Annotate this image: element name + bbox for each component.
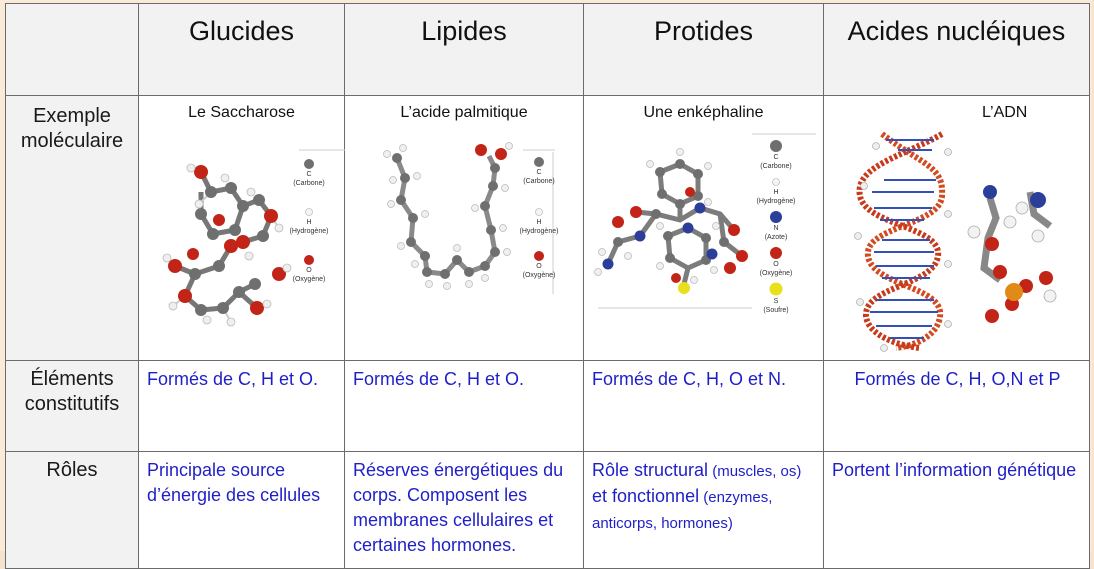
header-row: Glucides Lipides Protides Acides nucléiq… — [5, 3, 1090, 96]
cell-acide-palmitique: L’acide palmitique — [344, 95, 584, 361]
legend-soufre: (Soufre) — [763, 307, 788, 314]
cell-elements-lipides: Formés de C, H et O. — [344, 360, 584, 452]
document-sheet: Glucides Lipides Protides Acides nucléiq… — [5, 3, 1090, 569]
row-header-elements-line1: Éléments — [30, 368, 114, 390]
legend-carbone: (Carbone) — [760, 163, 792, 170]
cell-saccharose: Le Saccharose — [138, 95, 345, 361]
role-protides-structural-examples: (muscles, os) — [708, 463, 802, 480]
column-header-lipides: Lipides — [344, 3, 584, 96]
corner-cell — [5, 3, 139, 96]
cell-adn: L’ADN — [823, 95, 1090, 361]
cell-enkephaline: Une enképhaline — [583, 95, 824, 361]
legend-azote: (Azote) — [765, 234, 788, 241]
enkephalin-molecule-image: C (Carbone) H (Hydrogène) N (Azote) O (O… — [594, 133, 816, 314]
legend-h: H — [773, 189, 778, 196]
cell-elements-acides-nucleiques: Formés de C, H, O,N et P — [823, 360, 1090, 452]
row-header-molecular: Exemple moléculaire — [5, 95, 139, 361]
legend-o: O — [773, 261, 779, 268]
cell-role-protides: Rôle structural (muscles, os) et fonctio… — [583, 451, 824, 569]
legend-c: C — [773, 154, 778, 161]
cell-role-acides-nucleiques: Portent l’information génétique — [823, 451, 1090, 569]
legend-carbone: (Carbone) — [293, 180, 325, 187]
legend-oxygene: (Oxygène) — [523, 272, 556, 279]
cell-role-lipides: Réserves énergétiques du corps. Composen… — [344, 451, 584, 569]
role-protides-functional-examples: (enzymes, anticorps, hormones) — [592, 489, 773, 532]
role-protides-functional: et fonctionnel — [592, 486, 700, 506]
table-row-molecular-example: Exemple moléculaire Le Saccharose — [5, 95, 1090, 361]
table-row-elements: Éléments constitutifs Formés de C, H et O… — [5, 360, 1090, 452]
palmitic-acid-molecule-image: C (Carbone) H (Hydrogène) O (Oxygène) — [383, 142, 559, 294]
biomolecules-table: Glucides Lipides Protides Acides nucléiq… — [5, 3, 1090, 569]
cell-elements-protides: Formés de C, H, O et N. — [583, 360, 824, 452]
legend-oxygene: (Oxygène) — [760, 270, 793, 277]
legend-h: H — [536, 219, 541, 226]
column-header-protides: Protides — [583, 3, 824, 96]
molecule-title-saccharose: Le Saccharose — [188, 104, 295, 121]
legend-carbone: (Carbone) — [523, 178, 555, 185]
row-header-roles-label: Rôles — [46, 459, 98, 481]
legend-hydrogene: (Hydrogène) — [290, 228, 329, 235]
legend-o: O — [306, 267, 312, 274]
row-header-elements: Éléments constitutifs — [5, 360, 139, 452]
column-header-glucides: Glucides — [138, 3, 345, 96]
carbon-atoms — [189, 182, 269, 316]
cell-role-glucides: Principale source d’énergie des cellules — [138, 451, 345, 569]
cell-elements-glucides: Formés de C, H et O. — [138, 360, 345, 452]
saccharose-molecule-image: C (Carbone) H (Hydrogène) O (Oxygène) — [162, 149, 345, 327]
column-header-acides-nucleiques: Acides nucléiques — [823, 3, 1090, 96]
legend-oxygene: (Oxygène) — [293, 276, 326, 283]
row-header-elements-line2: constitutifs — [24, 393, 120, 415]
row-header-molecular-line1: Exemple — [33, 105, 111, 127]
molecule-title-enkephaline: Une enképhaline — [643, 104, 764, 121]
row-header-molecular-line2: moléculaire — [20, 130, 124, 152]
dna-double-helix-image — [854, 131, 1058, 352]
role-protides-structural: Rôle structural — [592, 460, 709, 480]
table-row-roles: Rôles Principale source d’énergie des ce… — [5, 451, 1090, 569]
legend-c: C — [536, 169, 541, 176]
legend-s: S — [774, 298, 779, 305]
legend-n: N — [773, 225, 778, 232]
legend-c: C — [306, 171, 311, 178]
legend-hydrogene: (Hydrogène) — [757, 198, 796, 205]
row-header-roles: Rôles — [5, 451, 139, 569]
legend-h: H — [306, 219, 311, 226]
legend-o: O — [536, 263, 542, 270]
legend-hydrogene: (Hydrogène) — [520, 228, 559, 235]
molecule-title-acide-palmitique: L’acide palmitique — [400, 104, 528, 121]
molecule-title-adn: L’ADN — [982, 104, 1028, 121]
